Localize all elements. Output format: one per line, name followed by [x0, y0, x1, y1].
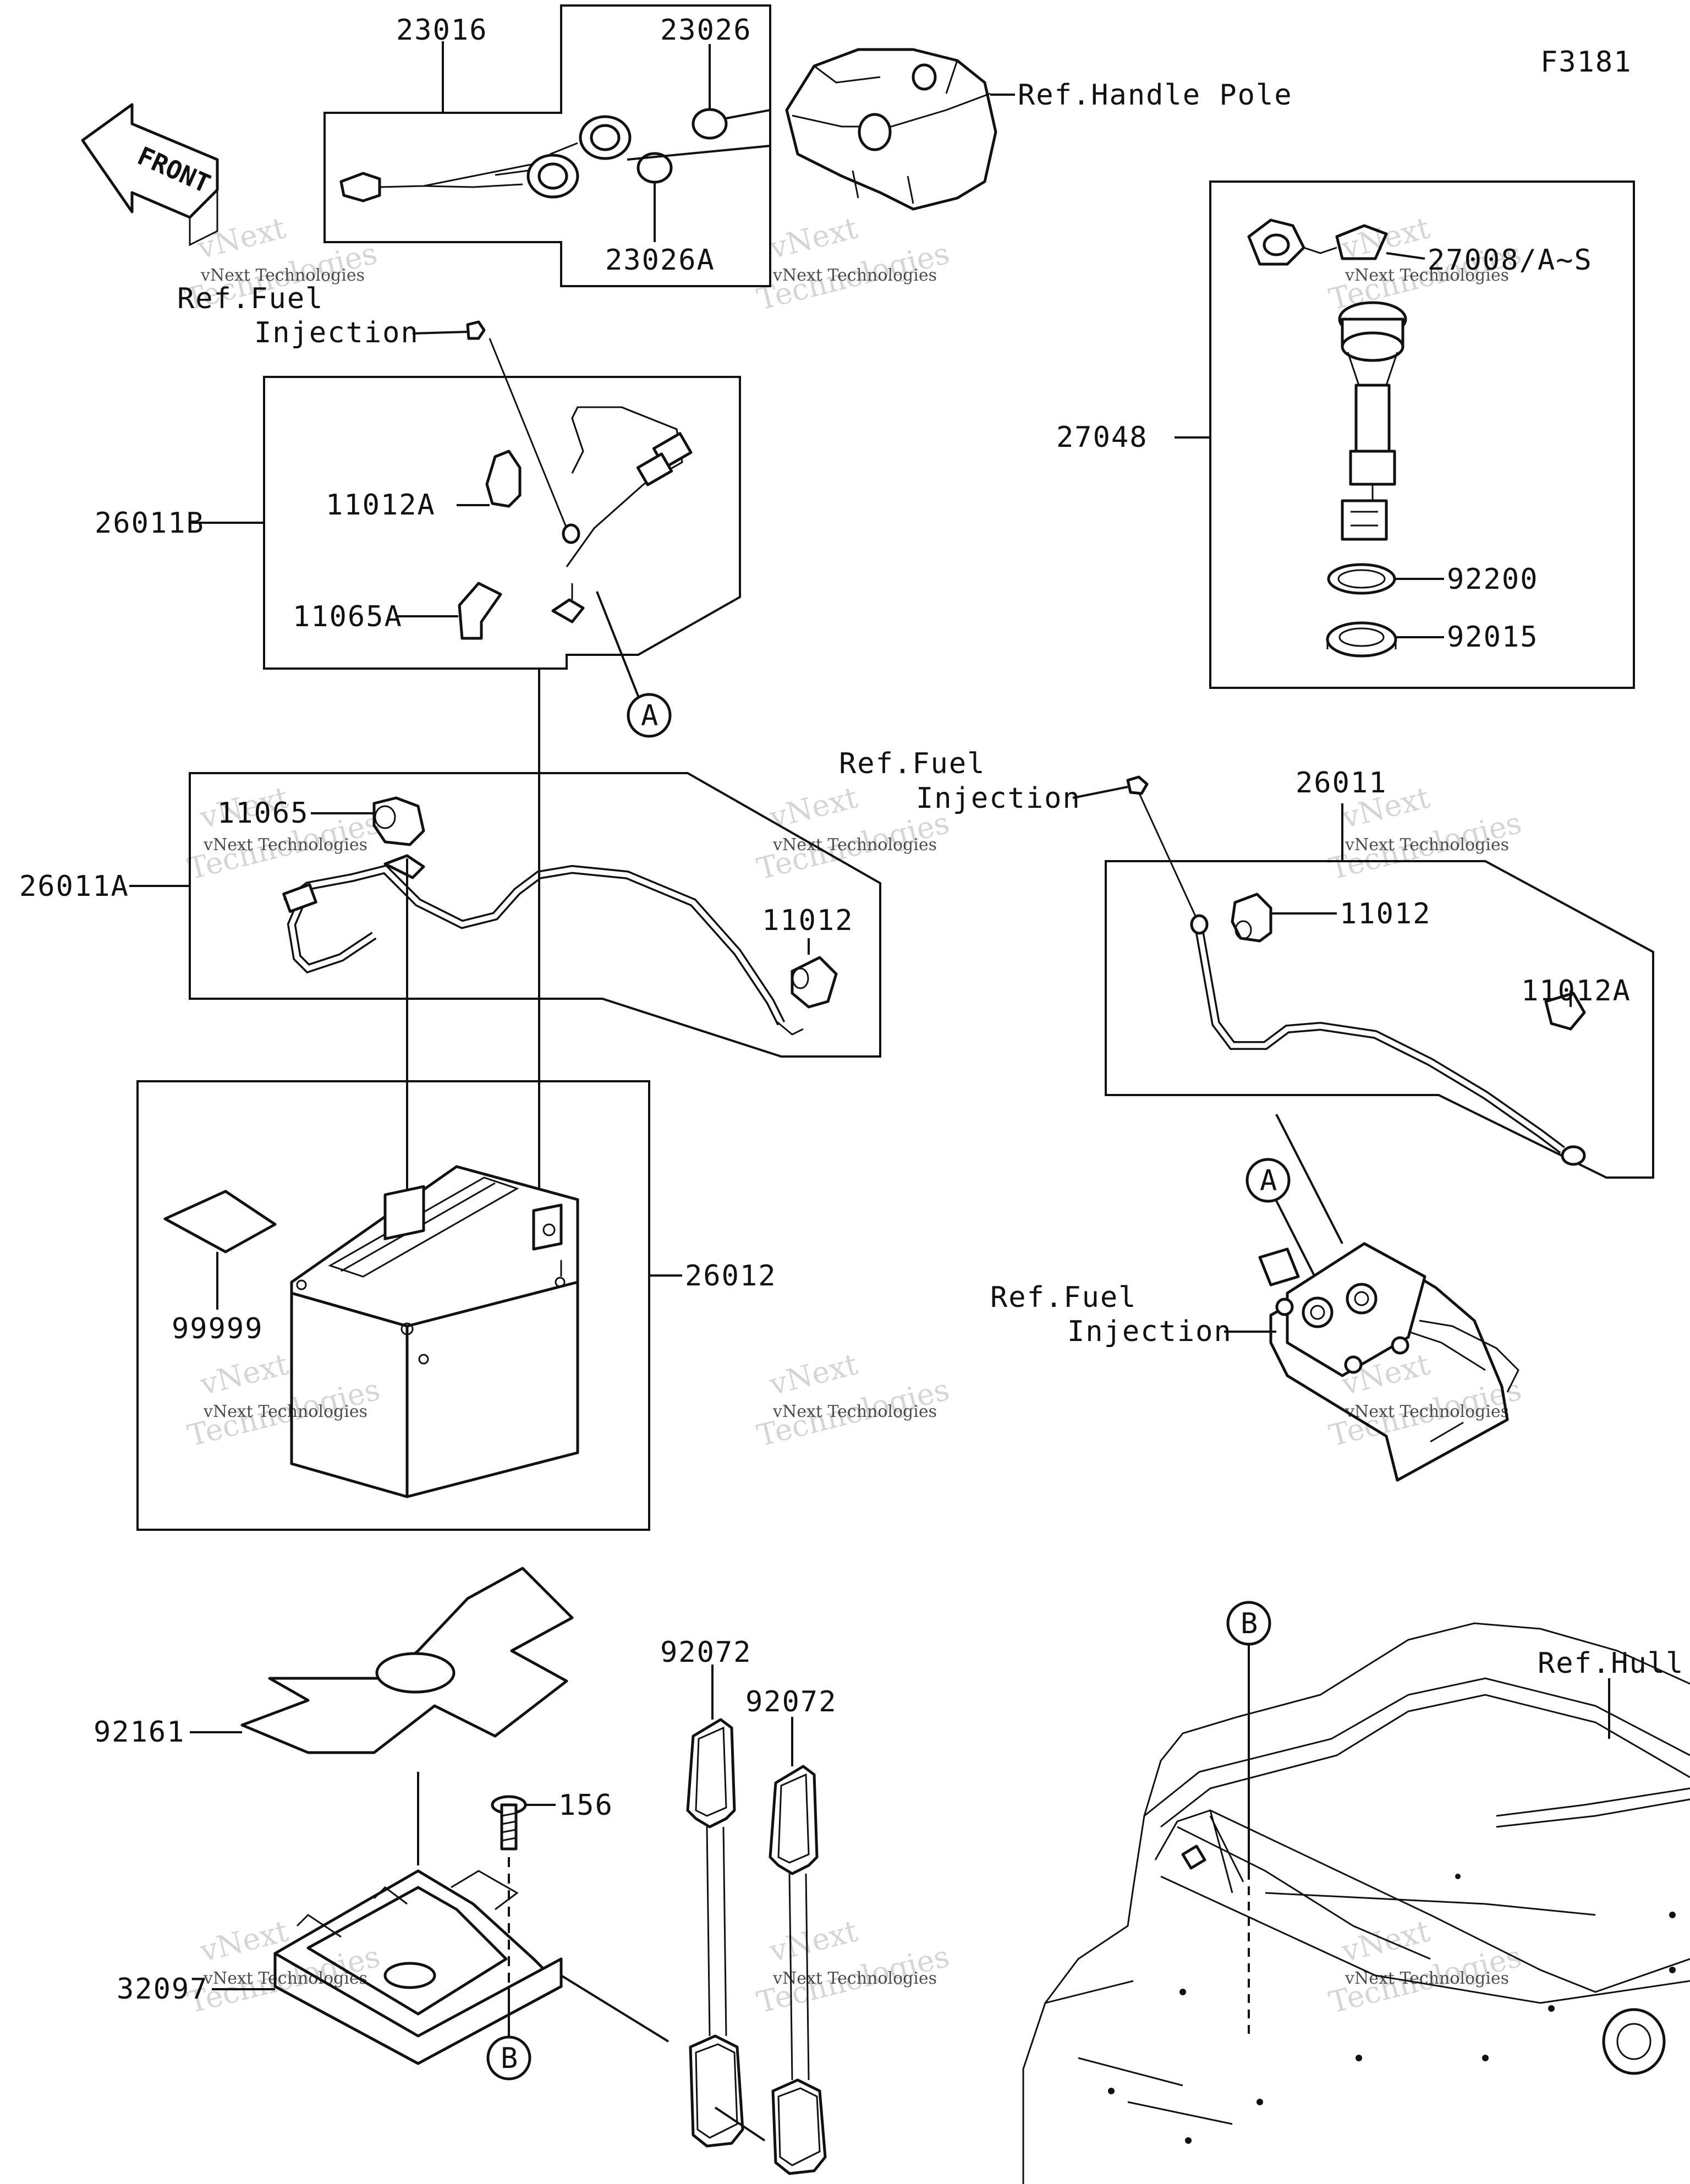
part-26011: 26011: [1296, 767, 1387, 800]
ignition-27048-box: [1209, 180, 1635, 689]
part-26011A: 26011A: [19, 870, 129, 903]
ref-fuel-injection-3-line1: Ref.Fuel: [990, 1281, 1137, 1314]
battery-case-32097-drawing: [273, 1869, 563, 2065]
svg-text:vNext: vNext: [766, 1913, 862, 1969]
cap-11012A-right: [1544, 992, 1586, 1031]
part-26012: 26012: [685, 1260, 777, 1293]
hull-drawing: [1022, 1622, 1690, 2184]
harness-23016-group: [323, 4, 771, 287]
callout-a-1-label: A: [641, 699, 659, 732]
svg-text:vNext Technologies: vNext Technologies: [1345, 266, 1509, 285]
bolt-156-drawing: [491, 1795, 527, 1851]
callout-b-1-label: B: [501, 2042, 519, 2075]
part-11012-left: 11012: [762, 904, 854, 937]
cap-11012A-top: [485, 450, 522, 508]
callout-b-1: [486, 2035, 531, 2081]
svg-text:vNext Technologies: vNext Technologies: [203, 1969, 367, 1988]
cable-26011-drawing: [1138, 792, 1586, 1166]
strap-92072-b: [769, 1765, 827, 2175]
part-92161: 92161: [94, 1716, 185, 1749]
svg-text:vNext Technologies: vNext Technologies: [772, 266, 937, 285]
battery-26012-box: [136, 1080, 650, 1531]
nut-ref-fuel-1: [466, 320, 486, 340]
svg-text:vNext: vNext: [1338, 1913, 1434, 1969]
part-27048: 27048: [1056, 421, 1148, 454]
svg-text:vNext Technologies: vNext Technologies: [772, 835, 937, 855]
svg-text:vNext Technologies: vNext Technologies: [1345, 835, 1509, 855]
svg-text:vNext: vNext: [766, 210, 862, 266]
svg-text:vNext: vNext: [196, 1346, 292, 1402]
part-23026: 23026: [660, 14, 752, 47]
cap-11012-right: [1231, 893, 1272, 943]
part-26011B: 26011B: [95, 507, 205, 540]
cable-26011-box: [1105, 860, 1654, 1179]
strap-92072-a: [686, 1718, 744, 2148]
part-156: 156: [558, 1789, 613, 1822]
ref-hull: Ref.Hull: [1538, 1647, 1684, 1680]
ref-fuel-injection-2-line2: Injection: [916, 782, 1081, 815]
part-32097: 32097: [117, 1973, 208, 2006]
watermarks: vNext Technologies vNext Technologies vN…: [182, 210, 1525, 2020]
ref-fuel-injection-3-line2: Injection: [1067, 1315, 1232, 1348]
part-23016: 23016: [396, 14, 488, 47]
part-11012A-right: 11012A: [1521, 975, 1631, 1008]
ref-fuel-injection-2-line1: Ref.Fuel: [839, 747, 985, 780]
part-92072-a: 92072: [660, 1636, 752, 1669]
cap-11012-left: [791, 956, 838, 1009]
ignition-switch-drawing: [1247, 218, 1407, 541]
svg-text:vNext Technologies: vNext Technologies: [1345, 1402, 1509, 1421]
cable-26011B-drawing: [489, 338, 693, 623]
cap-11065: [372, 796, 425, 846]
accessory-99999: [163, 1190, 277, 1254]
ref-handle-pole: Ref.Handle Pole: [1018, 79, 1293, 112]
svg-text:vNext Technologies: vNext Technologies: [1345, 1969, 1509, 1988]
svg-text:vNext Technologies: vNext Technologies: [772, 1969, 937, 1988]
callout-b-2-label: B: [1241, 1607, 1259, 1640]
svg-text:vNext: vNext: [194, 210, 289, 266]
svg-text:vNext Technologies: vNext Technologies: [203, 1402, 367, 1421]
cable-26011B-box: [263, 376, 741, 670]
part-92015: 92015: [1447, 621, 1539, 654]
part-11065A: 11065A: [293, 600, 403, 633]
callout-a-2-label: A: [1260, 1164, 1278, 1197]
cable-26011A-box: [189, 772, 881, 1058]
cap-11065A: [458, 582, 502, 640]
svg-text:vNext Technologies: vNext Technologies: [203, 835, 367, 855]
part-11012-right: 11012: [1340, 897, 1431, 930]
part-27008: 27008/A~S: [1428, 244, 1593, 277]
diagram-code: F3181: [1540, 46, 1632, 79]
svg-text:vNext: vNext: [766, 780, 862, 835]
part-92072-b: 92072: [745, 1685, 837, 1718]
part-11065-label: 11065: [217, 797, 309, 830]
battery-drawing: [290, 1165, 579, 1498]
svg-text:vNext Technologies: vNext Technologies: [772, 1402, 937, 1421]
part-23026A: 23026A: [605, 244, 715, 277]
callout-a-2: [1245, 1158, 1291, 1203]
part-11012A-top: 11012A: [326, 489, 436, 522]
cable-26011A-drawing: [282, 854, 804, 1036]
front-arrow-icon: FRONT: [81, 103, 219, 247]
svg-text:vNext: vNext: [766, 1346, 862, 1402]
part-99999: 99999: [172, 1312, 264, 1345]
svg-text:vNext Technologies: vNext Technologies: [200, 266, 365, 285]
starter-relay-drawing: [1258, 1242, 1519, 1482]
nut-ref-fuel-2: [1126, 775, 1149, 795]
callout-a-1: [627, 693, 672, 738]
ref-fuel-injection-1-line1: Ref.Fuel: [177, 282, 323, 315]
ref-fuel-injection-1-line2: Injection: [254, 316, 419, 349]
part-92200: 92200: [1447, 563, 1539, 596]
handle-pole-drawing: [785, 48, 997, 211]
